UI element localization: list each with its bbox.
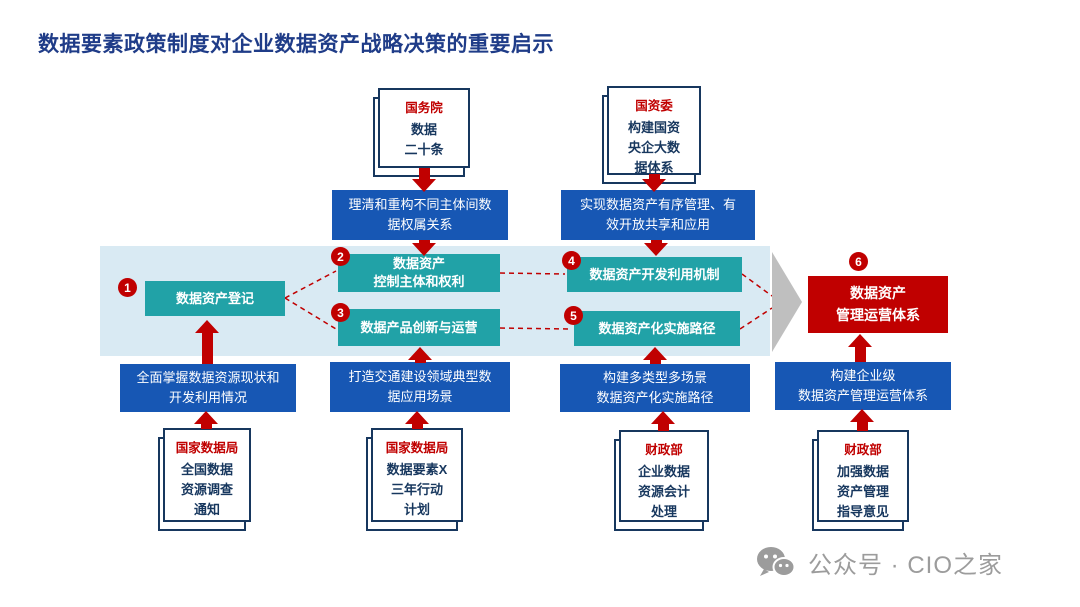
watermark: 公众号 · CIO之家 [756,545,1003,580]
document-agency-label: 国资委 [635,99,673,113]
arrow-up-icon [405,411,429,429]
step-box-5: 数据资产化实施路径 [574,311,740,346]
wechat-icon [757,546,796,577]
arrow-up-icon [651,411,675,431]
bottom-action-box-1: 全面掌握数据资源现状和 开发利用情况 [120,364,296,412]
document-title: 数据要素X 三年行动 计划 [386,462,448,518]
document-agency-label: 国务院 [405,101,443,115]
bottom-action-box-2: 打造交通建设领域典型数 据应用场景 [330,362,510,412]
arrow-down-icon [412,240,436,256]
arrow-down-icon [642,174,666,192]
step-number-1: 1 [118,278,137,297]
arrow-up-icon [850,409,874,431]
step-box-4: 数据资产开发利用机制 [567,257,742,292]
top-policy-box-2: 实现数据资产有序管理、有 效开放共享和应用 [561,190,755,240]
step-number-4: 4 [562,251,581,270]
step-box-2: 数据资产 控制主体和权利 [338,254,500,292]
arrow-down-icon [644,240,668,256]
document-title: 构建国资 央企大数 据体系 [627,120,680,176]
document-agency-label: 国家数据局 [385,441,449,455]
document-title: 加强数据 资产管理 指导意见 [836,464,889,520]
outcome-box: 数据资产 管理运营体系 [808,276,948,333]
step-box-3: 数据产品创新与运营 [338,309,500,346]
policy-document-shujuju-1: 国家数据局 全国数据 资源调查 通知 [158,428,251,531]
step-number-2: 2 [331,247,350,266]
page-title: 数据要素政策制度对企业数据资产战略决策的重要启示 [38,33,554,56]
document-agency-label: 国家数据局 [175,441,239,455]
arrow-up-icon [194,411,218,429]
top-policy-box-1: 理清和重构不同主体间数 据权属关系 [332,190,508,240]
step-number-5: 5 [564,306,583,325]
step-number-3: 3 [331,303,350,322]
document-agency-label: 财政部 [844,443,882,457]
policy-document-guowuyuan: 国务院 数据 二十条 [373,88,470,177]
step-box-1: 数据资产登记 [145,281,285,316]
arrow-down-icon [412,168,436,192]
step-number-6: 6 [849,252,868,271]
watermark-text: 公众号 · CIO之家 [808,552,1003,579]
document-agency-label: 财政部 [645,443,683,457]
flow-triangle-icon [772,252,802,352]
policy-document-caizhengbu-2: 财政部 加强数据 资产管理 指导意见 [812,430,909,531]
arrow-up-icon [848,334,872,362]
arrow-up-icon [195,320,219,364]
document-title: 企业数据 资源会计 处理 [637,464,690,520]
policy-document-caizhengbu-1: 财政部 企业数据 资源会计 处理 [614,430,709,531]
policy-document-guoziwei: 国资委 构建国资 央企大数 据体系 [602,86,701,184]
document-title: 全国数据 资源调查 通知 [180,462,233,518]
policy-document-shujuju-2: 国家数据局 数据要素X 三年行动 计划 [366,428,463,531]
arrow-up-icon [643,347,667,364]
document-title: 数据 二十条 [404,122,444,158]
bottom-action-box-4: 构建企业级 数据资产管理运营体系 [775,362,951,410]
arrow-up-icon [408,347,432,363]
bottom-action-box-3: 构建多类型多场景 数据资产化实施路径 [560,364,750,412]
